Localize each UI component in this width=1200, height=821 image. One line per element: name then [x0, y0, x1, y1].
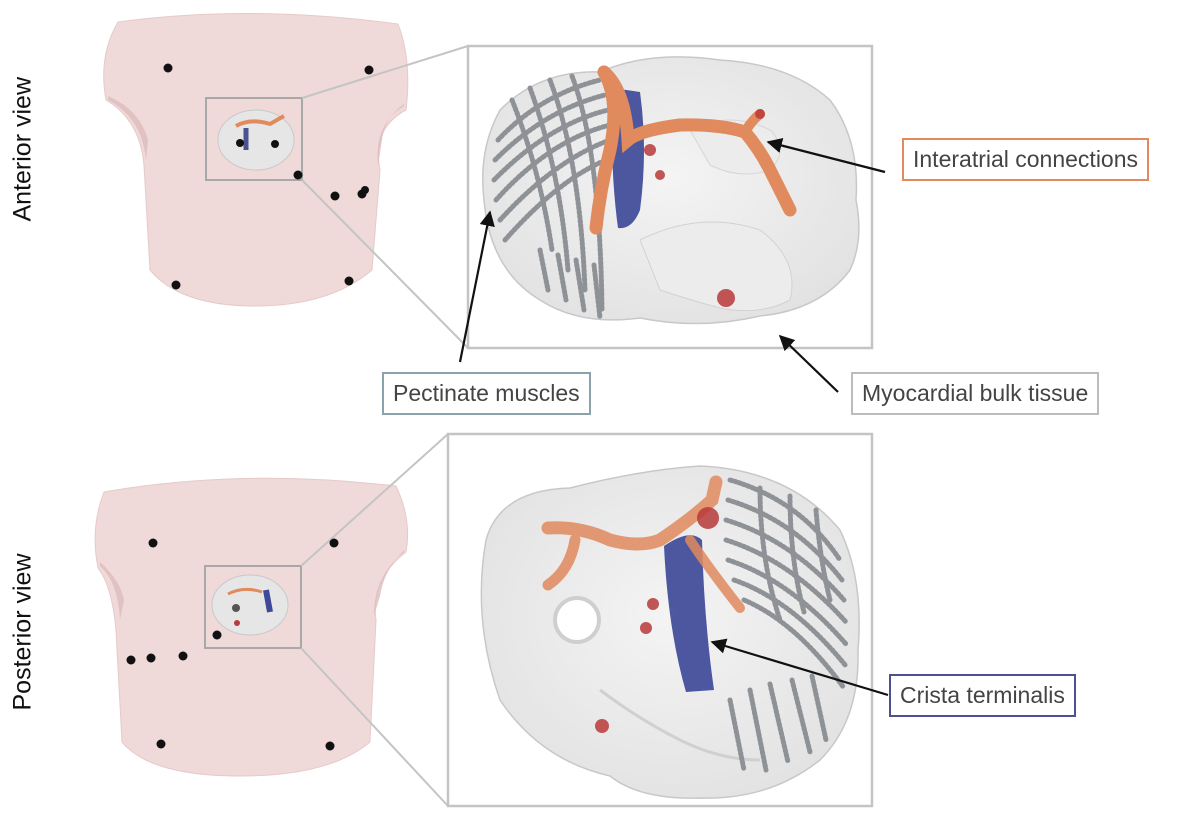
anterior-mini-heart — [217, 109, 295, 171]
arrow-interatrial — [766, 137, 886, 174]
arrow-pectinate — [458, 210, 495, 363]
anterior-arrows — [458, 137, 886, 393]
anterior-pectinate-muscles — [491, 73, 613, 321]
crista-terminalis-label: Crista terminalis — [889, 674, 1076, 717]
posterior-zoom-box — [204, 565, 302, 649]
myocardial-bulk-tissue-label: Myocardial bulk tissue — [851, 372, 1100, 415]
posterior-pectinate-muscles — [723, 477, 849, 773]
posterior-electrodes — [126, 538, 339, 751]
anterior-zoom-box — [205, 97, 303, 181]
posterior-crista-terminalis — [664, 535, 714, 692]
posterior-view-label: Posterior view — [8, 553, 37, 711]
anterior-view-label: Anterior view — [8, 77, 37, 222]
anterior-heart-detail — [481, 56, 860, 325]
posterior-panel — [94, 432, 874, 808]
posterior-mini-heart — [211, 574, 289, 636]
posterior-heart-detail — [480, 465, 860, 799]
arrow-crista — [710, 638, 889, 697]
interatrial-connections-label: Interatrial connections — [902, 138, 1150, 181]
anterior-panel — [103, 12, 874, 350]
anterior-electrodes — [163, 63, 374, 290]
posterior-interatrial-connections — [541, 475, 745, 613]
pectinate-muscles-label: Pectinate muscles — [382, 372, 591, 415]
arrow-bulk — [778, 334, 839, 393]
